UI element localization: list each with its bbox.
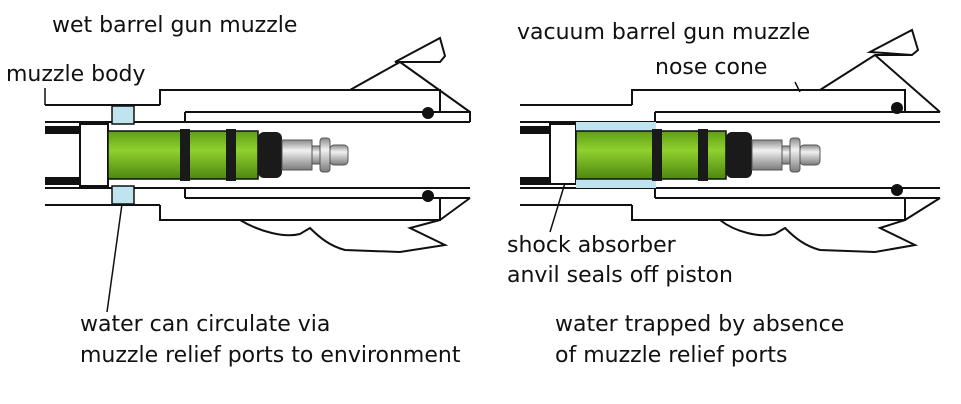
relief-port-upper (422, 107, 434, 119)
muzzle-taper-lower (439, 197, 471, 221)
water-port-lower (111, 185, 135, 205)
vacuum-muzzle-taper-lower (904, 197, 941, 221)
shock-absorber-right (549, 123, 577, 185)
barrel-wall-lower (45, 177, 83, 185)
fin-lower (239, 219, 449, 254)
vacuum-port-dot-upper (891, 102, 903, 114)
vacuum-barrel-wall-lower (520, 177, 552, 185)
wet-caption-line2: muzzle relief ports to environment (80, 343, 461, 368)
piston-left (107, 129, 349, 181)
vacuum-caption-line2: of muzzle relief ports (555, 343, 788, 368)
shock-absorber-leader (549, 182, 566, 233)
shock-absorber-label-line2: anvil seals off piston (507, 263, 733, 288)
relief-port-lower (422, 190, 434, 202)
muzzle-tip-upper (440, 111, 471, 122)
water-port-upper (111, 105, 135, 125)
piston-right (575, 129, 821, 181)
vacuum-port-dot-lower (891, 184, 903, 196)
wet-barrel-title: wet barrel gun muzzle (52, 13, 298, 38)
vacuum-barrel-wall-upper (520, 126, 552, 134)
vacuum-caption-line1: water trapped by absence (555, 312, 845, 337)
vacuum-muzzle-taper-upper (874, 54, 941, 113)
wet-barrel-muzzle (44, 36, 471, 313)
barrel-wall-upper (45, 126, 83, 134)
water-port-leader (106, 203, 123, 313)
fin-upper-rear (349, 61, 440, 91)
shock-absorber-label-line1: shock absorber (507, 233, 676, 258)
vacuum-fin-upper-rear (819, 54, 912, 91)
vacuum-fin-lower (719, 219, 919, 254)
muzzle-taper-upper (399, 61, 471, 113)
nose-cone-label: nose cone (655, 55, 768, 80)
nose-cone-leader (794, 81, 801, 93)
vacuum-barrel-muzzle (520, 28, 941, 254)
vacuum-barrel-title: vacuum barrel gun muzzle (517, 20, 811, 45)
vacuum-fin-upper (866, 28, 920, 57)
fin-upper (394, 36, 447, 63)
shock-absorber-left (79, 123, 109, 187)
wet-caption-line1: water can circulate via (80, 312, 331, 337)
muzzle-body-label: muzzle body (6, 62, 146, 87)
